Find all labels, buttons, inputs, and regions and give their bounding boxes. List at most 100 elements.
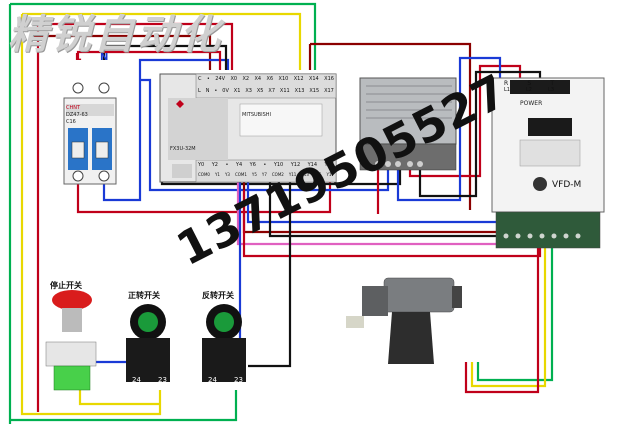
wire-yellow-outer — [22, 12, 302, 70]
vfd-terminal-label: R — [504, 80, 509, 87]
plc-terminal-label: • — [225, 162, 229, 168]
plc-terminal-label: • — [214, 88, 218, 94]
plc-terminal-label: X5 — [256, 88, 264, 94]
plc-terminal-label: Y1 — [214, 172, 220, 177]
plc-terminal-label: COM2 — [271, 172, 284, 177]
wire-yellow-stop — [78, 390, 160, 406]
plc-terminal-label: Y3 — [224, 172, 230, 177]
plc-terminal-label: Y7 — [261, 172, 267, 177]
plc-terminal-label: X13 — [294, 88, 305, 94]
plc-terminal-label: X17 — [324, 88, 334, 94]
plc-terminal-label: Y14 — [307, 162, 318, 168]
wire-black-vfd-bottom — [268, 178, 510, 238]
breaker-brand: CHNT — [66, 105, 81, 111]
plc-terminal-label: Y6 — [249, 162, 256, 168]
vfd-terminal-label: T — [550, 80, 554, 87]
vfd-terminal-label: L3 — [548, 87, 554, 93]
wire-yellow-motor — [470, 248, 547, 388]
wire-blue-vfd-top — [396, 56, 502, 202]
plc-terminal-label: X0 — [230, 76, 238, 82]
plc-terminal-label: Y12 — [290, 162, 301, 168]
plc-terminal-label: X11 — [279, 88, 290, 94]
power-supply — [359, 77, 457, 171]
vfd-model: VFD-M — [552, 180, 582, 190]
plc-bottom-terminals-2: COM0 Y1 Y3 COM1 Y5 Y7 COM2 Y11 Y13 Y15 Y17 — [198, 172, 334, 177]
plc-terminal-label: X3 — [245, 88, 252, 94]
plc-terminal-label: Y2 — [211, 162, 218, 168]
plc-terminal-label: Y13 — [301, 172, 309, 177]
plc-terminal-label: Y15 — [313, 172, 322, 177]
forward-term-23: 23 — [158, 376, 167, 384]
wire-green-outer — [10, 2, 317, 70]
wire-green-motor — [476, 248, 554, 382]
breaker-model: DZ47-63 — [66, 112, 88, 118]
plc-terminal-label: X2 — [242, 76, 250, 82]
wire-red-top — [38, 22, 234, 70]
plc-terminal-label: X4 — [254, 76, 262, 82]
motor — [346, 277, 462, 364]
plc-terminal-label: X10 — [278, 76, 289, 82]
plc-terminal-label: Y0 — [198, 162, 205, 168]
plc-top-terminals: C • 24V X0 X2 X4 X6 X10 X12 X14 X16 — [198, 76, 334, 82]
watermark-title: 精锐自动化 — [8, 11, 223, 58]
plc-terminal-label: Y17 — [326, 172, 334, 177]
plc-brand: MITSUBISHI — [242, 112, 271, 118]
plc-unit — [159, 73, 337, 183]
wire-darkred-to-vfd — [310, 42, 472, 210]
wire-red-vfd-top — [408, 64, 522, 178]
plc-terminal-label: X1 — [233, 88, 241, 94]
breaker-rating: C16 — [66, 119, 76, 125]
wire-black-vfd-top — [418, 70, 542, 198]
wire-blue-N-out — [102, 58, 230, 202]
plc-terminal-label: C — [198, 76, 202, 82]
reverse-term-23: 23 — [234, 376, 243, 384]
vfd-terminal-label: L2 — [526, 87, 532, 93]
vfd-power-label: POWER — [520, 100, 543, 107]
reverse-switch-label: 反转开关 — [202, 291, 234, 300]
plc-terminal-label: X14 — [308, 76, 319, 82]
wire-black-buttons — [248, 178, 292, 368]
stop-switch-label: 停止开关 — [50, 281, 82, 290]
forward-switch-label: 正转开关 — [128, 291, 160, 300]
wire-red-motor — [464, 248, 540, 394]
plc-terminal-label: L — [198, 88, 201, 94]
vfd-terminal-label: S — [527, 80, 532, 87]
reverse-switch — [202, 304, 246, 382]
plc-terminal-label: COM1 — [234, 172, 247, 177]
forward-term-24: 24 — [132, 376, 141, 384]
plc-terminal-label: X6 — [266, 76, 274, 82]
wire-red-L-top — [76, 50, 222, 70]
vfd-terminal-label: L1 — [504, 87, 510, 93]
breaker-label-n: N — [100, 52, 109, 63]
wire-red-L-out — [76, 176, 332, 214]
plc-bottom-terminals: Y0 Y2 • Y4 Y6 • Y10 Y12 Y14 Y16 — [198, 162, 334, 168]
plc-terminal-label: Y10 — [273, 162, 284, 168]
plc-terminal-label: COM0 — [198, 172, 210, 177]
plc-terminal-label: Y16 — [324, 162, 334, 168]
plc-terminal-label: N — [205, 88, 210, 94]
stop-switch — [45, 290, 97, 391]
circuit-breaker — [63, 82, 117, 185]
breaker-label-l: L — [75, 52, 82, 63]
plc-terminal-label: X15 — [309, 88, 320, 94]
vfd-unit — [491, 77, 605, 249]
plc-terminal-label: 0V — [222, 88, 229, 94]
wire-green-reverse — [10, 390, 238, 422]
plc-terminal-label: Y4 — [235, 162, 243, 168]
plc-terminal-label: 24V — [215, 76, 226, 82]
plc-terminal-label: • — [263, 162, 267, 168]
plc-terminal-label: Y5 — [251, 172, 257, 177]
wire-darkred-top — [30, 34, 212, 70]
vfd-terminals-l: L1 L2 L3 — [504, 87, 554, 93]
plc-terminal-label: Y11 — [288, 172, 297, 177]
wire-yellow-left — [20, 14, 162, 416]
plc-terminal-label: • — [206, 76, 210, 82]
plc-model: FX3U-32M — [170, 146, 196, 152]
reverse-term-24: 24 — [208, 376, 217, 384]
plc-terminal-label: X12 — [293, 76, 304, 82]
vfd-terminals: R S T — [504, 80, 554, 87]
forward-switch — [126, 304, 170, 382]
plc-terminal-label: X16 — [324, 76, 334, 82]
